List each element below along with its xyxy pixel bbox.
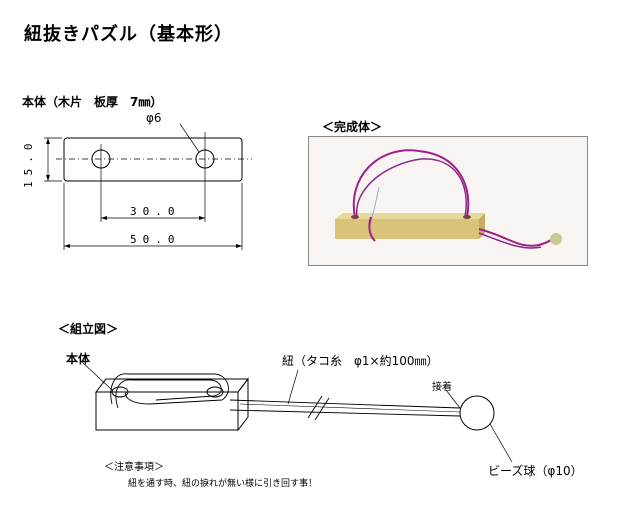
hole-diameter-label: φ6	[146, 111, 162, 125]
assembly-body-label: 本体	[66, 352, 91, 366]
bead	[459, 395, 495, 431]
page-title: 紐抜きパズル（基本形）	[24, 24, 233, 45]
assembly-section-label: ＜組立図＞	[58, 322, 119, 336]
complete-section-label: ＜完成体＞	[322, 120, 383, 134]
height-dimension: 15.0	[22, 137, 35, 189]
string-label: 紐（タコ糸 φ1×約100㎜）	[282, 354, 439, 368]
length-dimension: 50.0	[130, 233, 181, 246]
glue-label: 接着	[432, 382, 452, 393]
body-outline	[63, 137, 243, 182]
hole-spacing-dimension: 30.0	[130, 205, 181, 218]
hole-leader	[179, 123, 200, 153]
notes-text: 紐を通す時、紐の捩れが無い様に引き回す事！	[128, 479, 318, 489]
assembly-drawing	[81, 361, 513, 463]
complete-photo	[308, 136, 588, 266]
bead-label: ビーズ球（φ10）	[488, 464, 583, 478]
body-section-label: 本体（木片 板厚 7㎜）	[22, 95, 163, 109]
notes-heading: ＜注意事項＞	[104, 462, 164, 473]
